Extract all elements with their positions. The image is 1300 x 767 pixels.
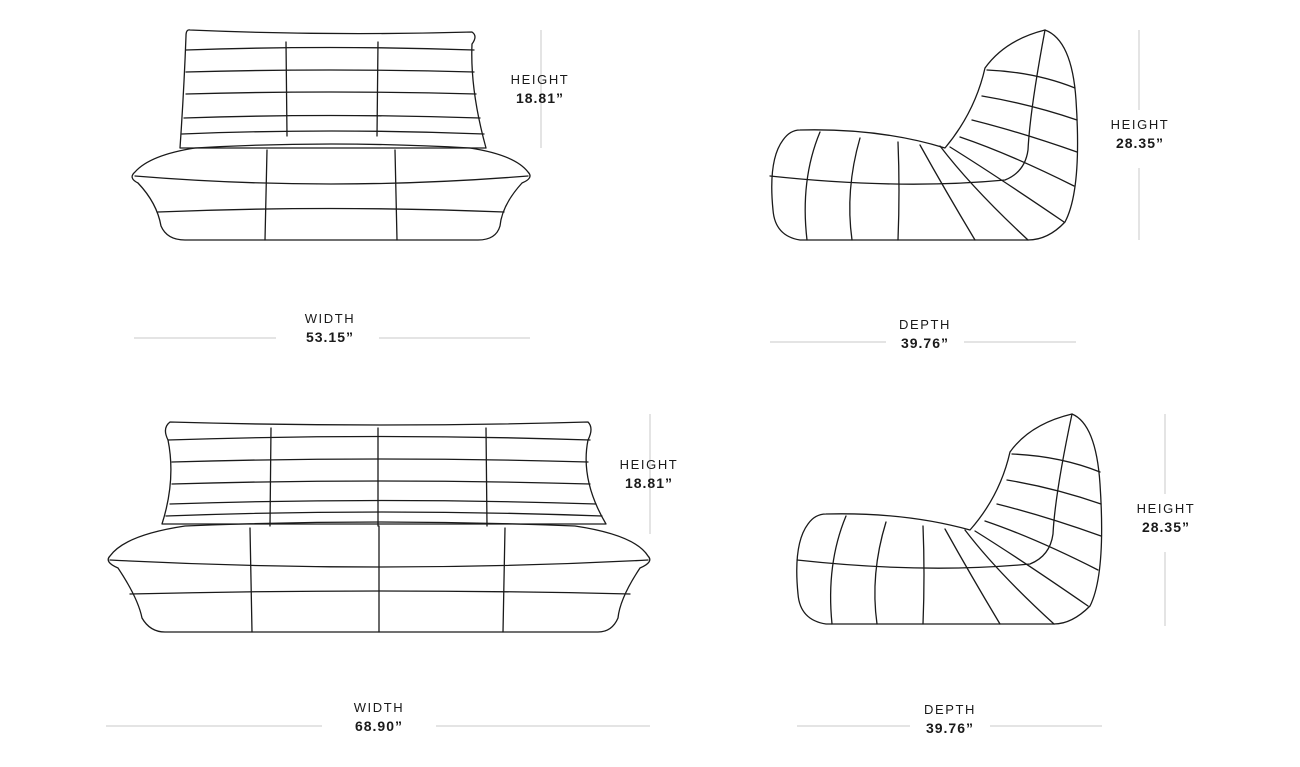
dimension-value: 18.81” [624, 475, 674, 491]
dimension-value: 28.35” [1115, 135, 1165, 151]
sofa-side-depth-dimension: DEPTH 39.76” [900, 700, 1000, 738]
loveseat-height-dimension: HEIGHT 18.81” [500, 70, 580, 108]
dimension-label: HEIGHT [619, 457, 679, 472]
dimension-label: DEPTH [898, 317, 952, 332]
sofa-side-view [796, 413, 1103, 625]
dimension-label: WIDTH [353, 700, 405, 715]
sofa-side-height-dimension: HEIGHT 28.35” [1126, 499, 1206, 537]
dimension-value: 53.15” [305, 329, 355, 345]
dimension-label: DEPTH [923, 702, 977, 717]
dimension-value: 18.81” [515, 90, 565, 106]
loveseat-side-view [769, 29, 1079, 241]
dimension-value: 28.35” [1141, 519, 1191, 535]
sofa-front-view [107, 421, 651, 633]
loveseat-width-dimension: WIDTH 53.15” [280, 309, 380, 347]
side-depth-dimension: DEPTH 39.76” [875, 315, 975, 353]
dimension-label: HEIGHT [510, 72, 570, 87]
dimension-label: HEIGHT [1136, 501, 1196, 516]
dimension-label: WIDTH [304, 311, 356, 326]
sofa-height-dimension: HEIGHT 18.81” [609, 455, 689, 493]
dimension-value: 39.76” [900, 335, 950, 351]
sofa-width-dimension: WIDTH 68.90” [329, 698, 429, 736]
dimension-label: HEIGHT [1110, 117, 1170, 132]
side-height-dimension: HEIGHT 28.35” [1100, 115, 1180, 153]
dimension-value: 39.76” [925, 720, 975, 736]
dimension-value: 68.90” [354, 718, 404, 734]
loveseat-front-view [131, 29, 531, 241]
